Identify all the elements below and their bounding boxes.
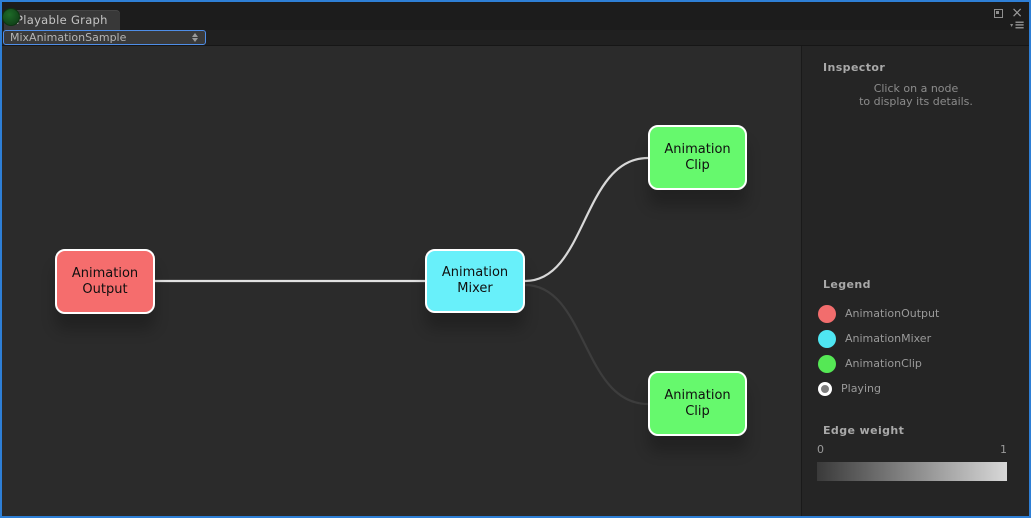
inspector-hint: Click on a node to display its details. (802, 82, 1029, 108)
node-animation-clip-bottom[interactable]: Animation Clip (648, 371, 747, 436)
dropdown-arrows-icon (192, 33, 198, 42)
graph-selector-dropdown[interactable]: MixAnimationSample (3, 30, 206, 45)
pane-menu-icon[interactable]: ▾ ≡ (1010, 18, 1025, 33)
node-animation-mixer[interactable]: Animation Mixer (425, 249, 525, 313)
node-label-line: Mixer (457, 281, 493, 296)
edge-weight-gradient-bar (817, 462, 1007, 481)
inspector-hint-line2: to display its details. (859, 95, 973, 108)
tab-label: Playable Graph (16, 13, 108, 27)
legend-label: AnimationOutput (845, 307, 940, 320)
edges-layer (154, 156, 649, 406)
graph-canvas[interactable]: Animation Output Animation Mixer Animati… (2, 46, 801, 516)
green-dot-icon (2, 8, 20, 26)
legend-item-animation-mixer: AnimationMixer (818, 326, 1018, 351)
close-icon[interactable]: × (1011, 5, 1023, 21)
legend-dot-playing (818, 381, 832, 396)
tab-playable-graph[interactable]: Playable Graph (4, 10, 120, 30)
legend-label: AnimationMixer (845, 332, 932, 345)
node-label-line: Clip (685, 157, 710, 173)
edge-mixer-to-clip-bottom (524, 283, 649, 406)
toolbar: MixAnimationSample (2, 30, 1029, 46)
legend-dot-green (818, 354, 836, 373)
graph-selector-value: MixAnimationSample (10, 31, 127, 44)
inspector-hint-line1: Click on a node (873, 82, 959, 95)
edge-weight-title: Edge weight (823, 424, 905, 437)
maximize-icon[interactable] (994, 8, 1004, 18)
hamburger-icon: ≡ (1014, 18, 1025, 33)
legend-title: Legend (823, 278, 871, 291)
edge-mixer-to-clip-top (524, 156, 649, 283)
legend-dot-cyan (818, 329, 836, 348)
legend-label: Playing (841, 382, 881, 395)
legend-item-playing: Playing (818, 376, 1018, 401)
node-label-line: Animation (441, 265, 509, 280)
edge-weight-max: 1 (1000, 443, 1007, 456)
legend-label: AnimationClip (845, 357, 922, 370)
legend-dot-red (818, 304, 836, 323)
titlebar: Playable Graph × ▾ ≡ (2, 2, 1029, 33)
legend-item-animation-clip: AnimationClip (818, 351, 1018, 376)
edge-weight-min: 0 (817, 443, 824, 456)
edge-weight-scale: 0 1 (817, 443, 1007, 456)
node-label-line: Clip (685, 403, 710, 419)
legend-item-animation-output: AnimationOutput (818, 301, 1018, 326)
node-label-line: Output (82, 281, 128, 297)
dropdown-triangle-icon: ▾ (1010, 22, 1014, 29)
node-label-line: Animation (71, 265, 139, 281)
node-label-line: Animation (664, 387, 731, 403)
inspector-title: Inspector (823, 61, 886, 74)
window-controls: × (994, 5, 1023, 21)
node-animation-clip-top[interactable]: Animation Clip (648, 125, 747, 190)
inspector-panel: Inspector Click on a node to display its… (801, 46, 1029, 516)
node-animation-output[interactable]: Animation Output (55, 249, 155, 314)
node-label-line: Animation (664, 141, 731, 157)
legend-list: AnimationOutput AnimationMixer Animation… (818, 301, 1018, 401)
